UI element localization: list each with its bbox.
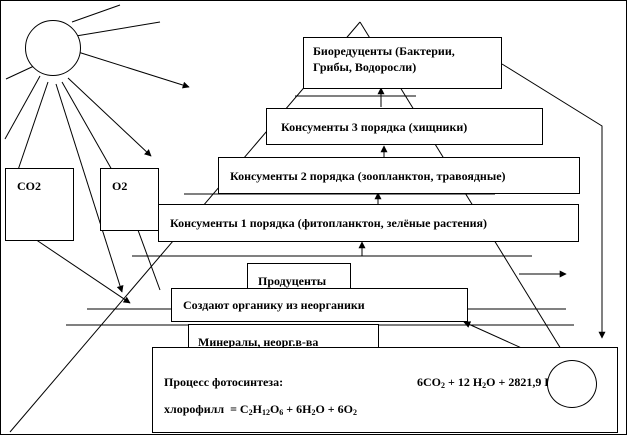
photosynthesis-title: Процесс фотосинтеза:: [164, 375, 284, 389]
equation-text: + 6H: [283, 402, 312, 416]
co2-arrow: [25, 232, 131, 304]
equation-subscript: 2: [352, 408, 357, 417]
equation-subscript: 2: [311, 408, 316, 417]
equation-text: H: [252, 402, 262, 416]
bioreducers-label-line1: Биоредуценты (Бактерии,: [313, 44, 455, 58]
producers-label: Продуценты: [258, 274, 327, 288]
sun-ray: [61, 81, 113, 171]
co2-label: CO2: [17, 179, 41, 193]
equation-subscript: 2: [441, 381, 445, 390]
equation-subscript: 2: [482, 381, 487, 390]
sun-ray: [17, 81, 49, 171]
creates-organic-box: Создают органику из неорганики: [171, 288, 468, 322]
equation-subscript: 6: [279, 408, 284, 417]
consumers2-box: Консументы 2 порядка (зоопланктон, траво…: [218, 157, 580, 194]
consumers3-label: Консументы 3 порядка (хищники): [281, 120, 468, 134]
photosynthesis-equation-line1: 6CO2 + 12 H2O + 2821,9 Кдж: [417, 374, 568, 390]
sun-ray-arrow: [77, 51, 190, 89]
sun-icon: [25, 20, 81, 76]
sun-ray-arrow: [67, 77, 152, 157]
sun-ray: [71, 4, 121, 23]
equation-subscript: 2: [248, 408, 253, 417]
creates-organic-label: Создают органику из неорганики: [183, 298, 365, 312]
minerals-label: Минералы, неорг.в-ва: [198, 335, 319, 349]
equation-text: O: [269, 402, 280, 416]
o2-box: O2: [100, 168, 159, 231]
equation-text: = C: [230, 402, 249, 416]
equation-text: O + 6O: [315, 402, 353, 416]
chlorophyll-label: хлорофилл: [164, 402, 225, 416]
consumers2-label: Консументы 2 порядка (зоопланктон, траво…: [230, 169, 506, 183]
equation-text: + 12 H: [445, 375, 483, 389]
sun-ray: [5, 65, 35, 80]
bioreducers-arrow: [501, 63, 606, 339]
consumers1-box: Консументы 1 порядка (фитопланктон, зелё…: [158, 204, 579, 242]
sun-ray-arrow: [55, 83, 124, 293]
equation-subscript: 12: [261, 408, 270, 417]
sun-ray: [4, 75, 41, 140]
circle-icon: [547, 360, 597, 408]
photosynthesis-box: Процесс фотосинтеза: 6CO2 + 12 H2O + 282…: [152, 347, 618, 433]
bioreducers-box: Биоредуценты (Бактерии, Грибы, Водоросли…: [303, 37, 502, 89]
bioreducers-label-line2: Грибы, Водоросли): [313, 60, 417, 75]
consumers3-box: Консументы 3 порядка (хищники): [266, 108, 543, 145]
consumers1-label: Консументы 1 порядка (фитопланктон, зелё…: [170, 216, 488, 230]
equation-text: 6CO: [417, 375, 441, 389]
photosynthesis-equation-line2: хлорофилл = C2H12O6 + 6H2O + 6O2: [164, 401, 357, 417]
co2-box: CO2: [5, 168, 74, 241]
o2-label: O2: [112, 179, 128, 193]
sun-ray: [75, 21, 161, 37]
